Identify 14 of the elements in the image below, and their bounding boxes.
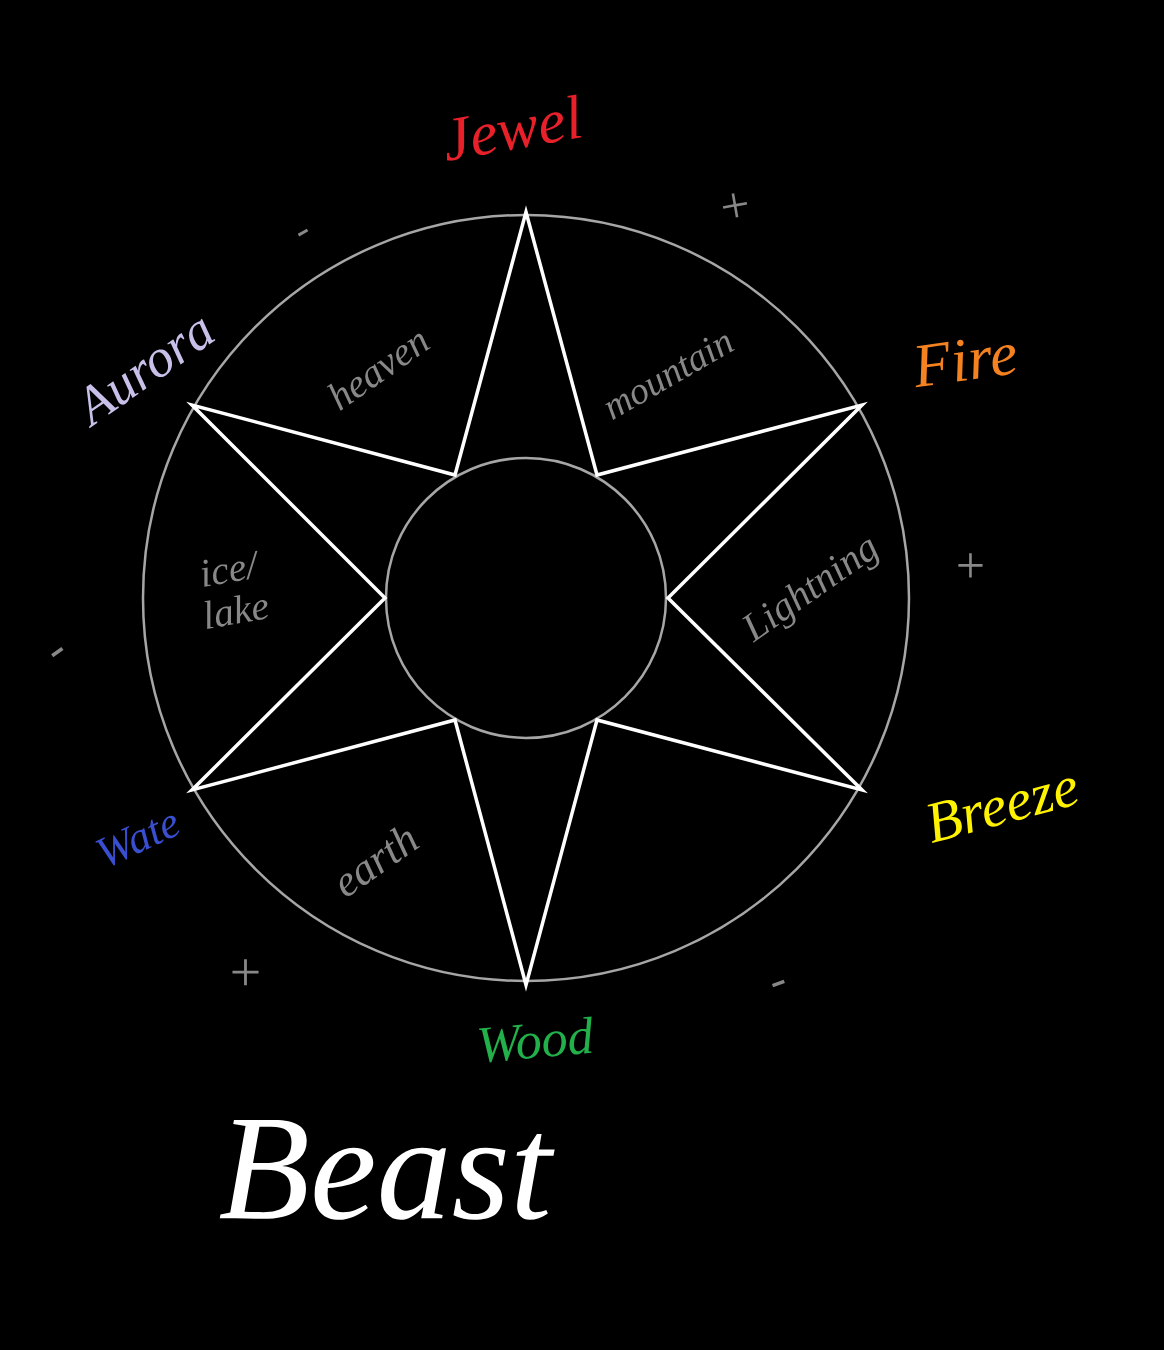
handwritten-label: Wood (479, 1016, 592, 1063)
handwritten-label: Jewel (446, 94, 582, 161)
handwritten-label: Beast (219, 1120, 555, 1220)
sign-mark: + (722, 193, 748, 218)
sign-mark: - (771, 979, 785, 988)
sign-mark: - (51, 647, 64, 658)
sign-mark: + (232, 959, 259, 986)
handwritten-label: earth (339, 827, 420, 896)
handwritten-label: Wate (95, 815, 180, 866)
handwritten-label: Breeze (927, 778, 1078, 844)
sign-mark: - (297, 228, 309, 237)
handwritten-label: ice/ lake (201, 550, 268, 629)
handwritten-label: Fire (915, 339, 1016, 388)
sign-mark: + (958, 553, 983, 578)
